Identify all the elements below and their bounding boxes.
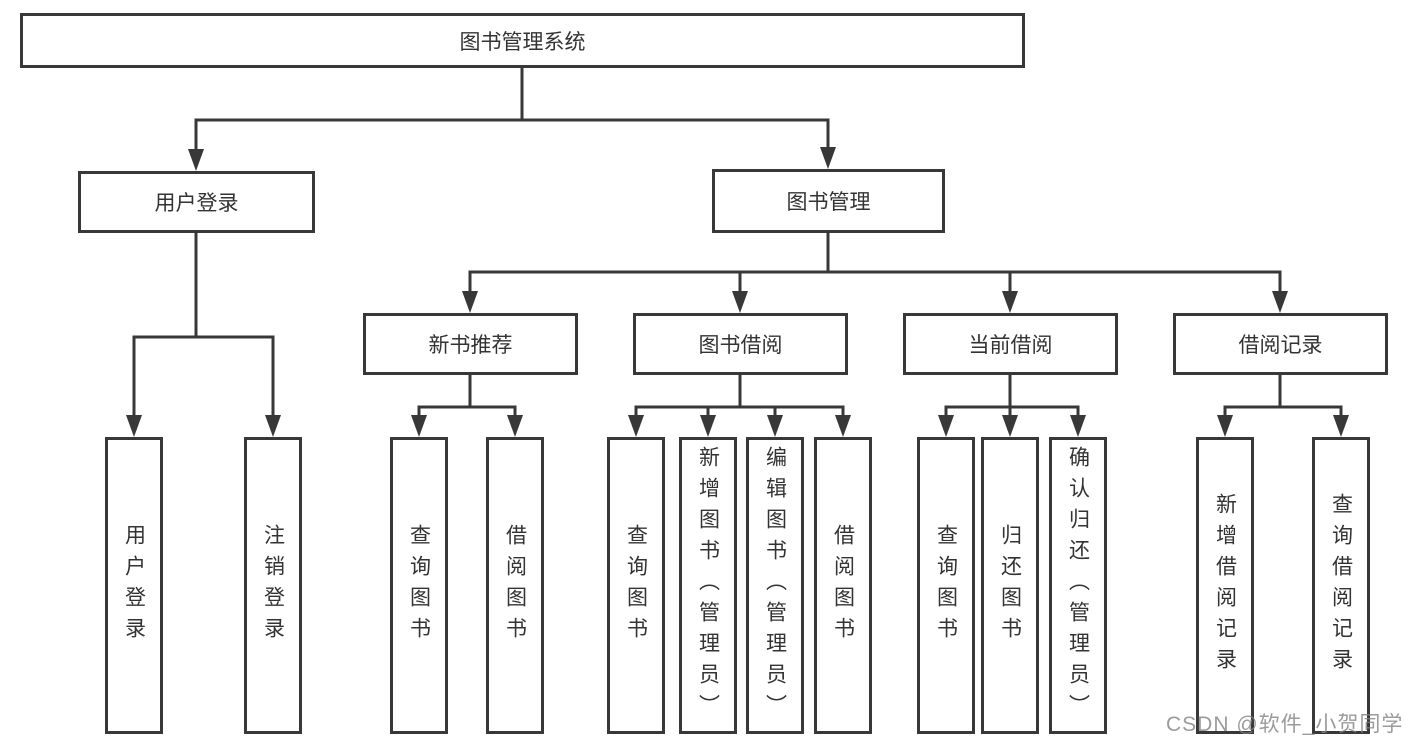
node-current-borrow: 当前借阅: [903, 313, 1118, 375]
leaf-bb-add-books-admin-label: 新增图书（管理员）: [696, 446, 720, 725]
arrowhead-icon: [938, 415, 954, 437]
arrowhead-icon: [820, 147, 836, 169]
node-new-book-recommend-label: 新书推荐: [428, 334, 513, 357]
leaf-bb-edit-books-admin: 编辑图书（管理员）: [746, 437, 804, 734]
arrowhead-icon: [732, 291, 748, 313]
node-book-management: 图书管理: [712, 169, 945, 233]
arrowhead-icon: [767, 415, 783, 437]
leaf-bb-query-books: 查询图书: [607, 437, 665, 734]
arrowhead-icon: [1002, 291, 1018, 313]
leaf-br-query-record-label: 查询借阅记录: [1329, 492, 1353, 679]
node-book-borrow-label: 图书借阅: [698, 334, 783, 357]
leaf-br-query-record: 查询借阅记录: [1312, 437, 1370, 734]
node-user-login-label: 用户登录: [154, 192, 239, 215]
arrowhead-icon: [1002, 415, 1018, 437]
leaf-logout-label: 注销登录: [261, 523, 285, 648]
node-user-login: 用户登录: [78, 171, 315, 233]
arrowhead-icon: [1070, 415, 1086, 437]
leaf-br-add-record-label: 新增借阅记录: [1213, 492, 1237, 679]
leaf-bb-edit-books-admin-label: 编辑图书（管理员）: [763, 446, 787, 725]
leaf-user-login-label: 用户登录: [122, 523, 146, 648]
node-borrow-records: 借阅记录: [1173, 313, 1388, 375]
leaf-nbr-query-books: 查询图书: [390, 437, 448, 734]
arrowhead-icon: [462, 291, 478, 313]
arrowhead-icon: [188, 149, 204, 171]
leaf-nbr-borrow-books-label: 借阅图书: [503, 523, 527, 648]
node-root-label: 图书管理系统: [459, 30, 586, 54]
leaf-bb-borrow-books: 借阅图书: [814, 437, 872, 734]
leaf-logout: 注销登录: [244, 437, 302, 734]
leaf-user-login: 用户登录: [105, 437, 163, 734]
arrowhead-icon: [507, 415, 523, 437]
leaf-br-add-record: 新增借阅记录: [1196, 437, 1254, 734]
leaf-cb-confirm-return-admin-label: 确认归还（管理员）: [1066, 446, 1090, 725]
arrowhead-icon: [700, 415, 716, 437]
arrowhead-icon: [126, 415, 142, 437]
leaf-cb-return-books-label: 归还图书: [998, 523, 1022, 648]
watermark: CSDN @软件_小贺同学: [1166, 713, 1404, 736]
leaf-cb-confirm-return-admin: 确认归还（管理员）: [1049, 437, 1107, 734]
leaf-cb-query-books: 查询图书: [917, 437, 975, 734]
arrowhead-icon: [628, 415, 644, 437]
arrowhead-icon: [1333, 415, 1349, 437]
arrowhead-icon: [1272, 291, 1288, 313]
node-borrow-records-label: 借阅记录: [1238, 334, 1323, 357]
leaf-bb-query-books-label: 查询图书: [624, 523, 648, 648]
node-current-borrow-label: 当前借阅: [968, 334, 1053, 357]
arrowhead-icon: [835, 415, 851, 437]
leaf-bb-add-books-admin: 新增图书（管理员）: [679, 437, 737, 734]
leaf-cb-return-books: 归还图书: [981, 437, 1039, 734]
node-book-management-label: 图书管理: [786, 191, 871, 214]
node-book-borrow: 图书借阅: [633, 313, 848, 375]
node-new-book-recommend: 新书推荐: [363, 313, 578, 375]
leaf-cb-query-books-label: 查询图书: [934, 523, 958, 648]
leaf-bb-borrow-books-label: 借阅图书: [831, 523, 855, 648]
node-root: 图书管理系统: [20, 13, 1025, 68]
arrowhead-icon: [411, 415, 427, 437]
leaf-nbr-borrow-books: 借阅图书: [486, 437, 544, 734]
arrowhead-icon: [1217, 415, 1233, 437]
leaf-nbr-query-books-label: 查询图书: [407, 523, 431, 648]
arrowhead-icon: [265, 415, 281, 437]
